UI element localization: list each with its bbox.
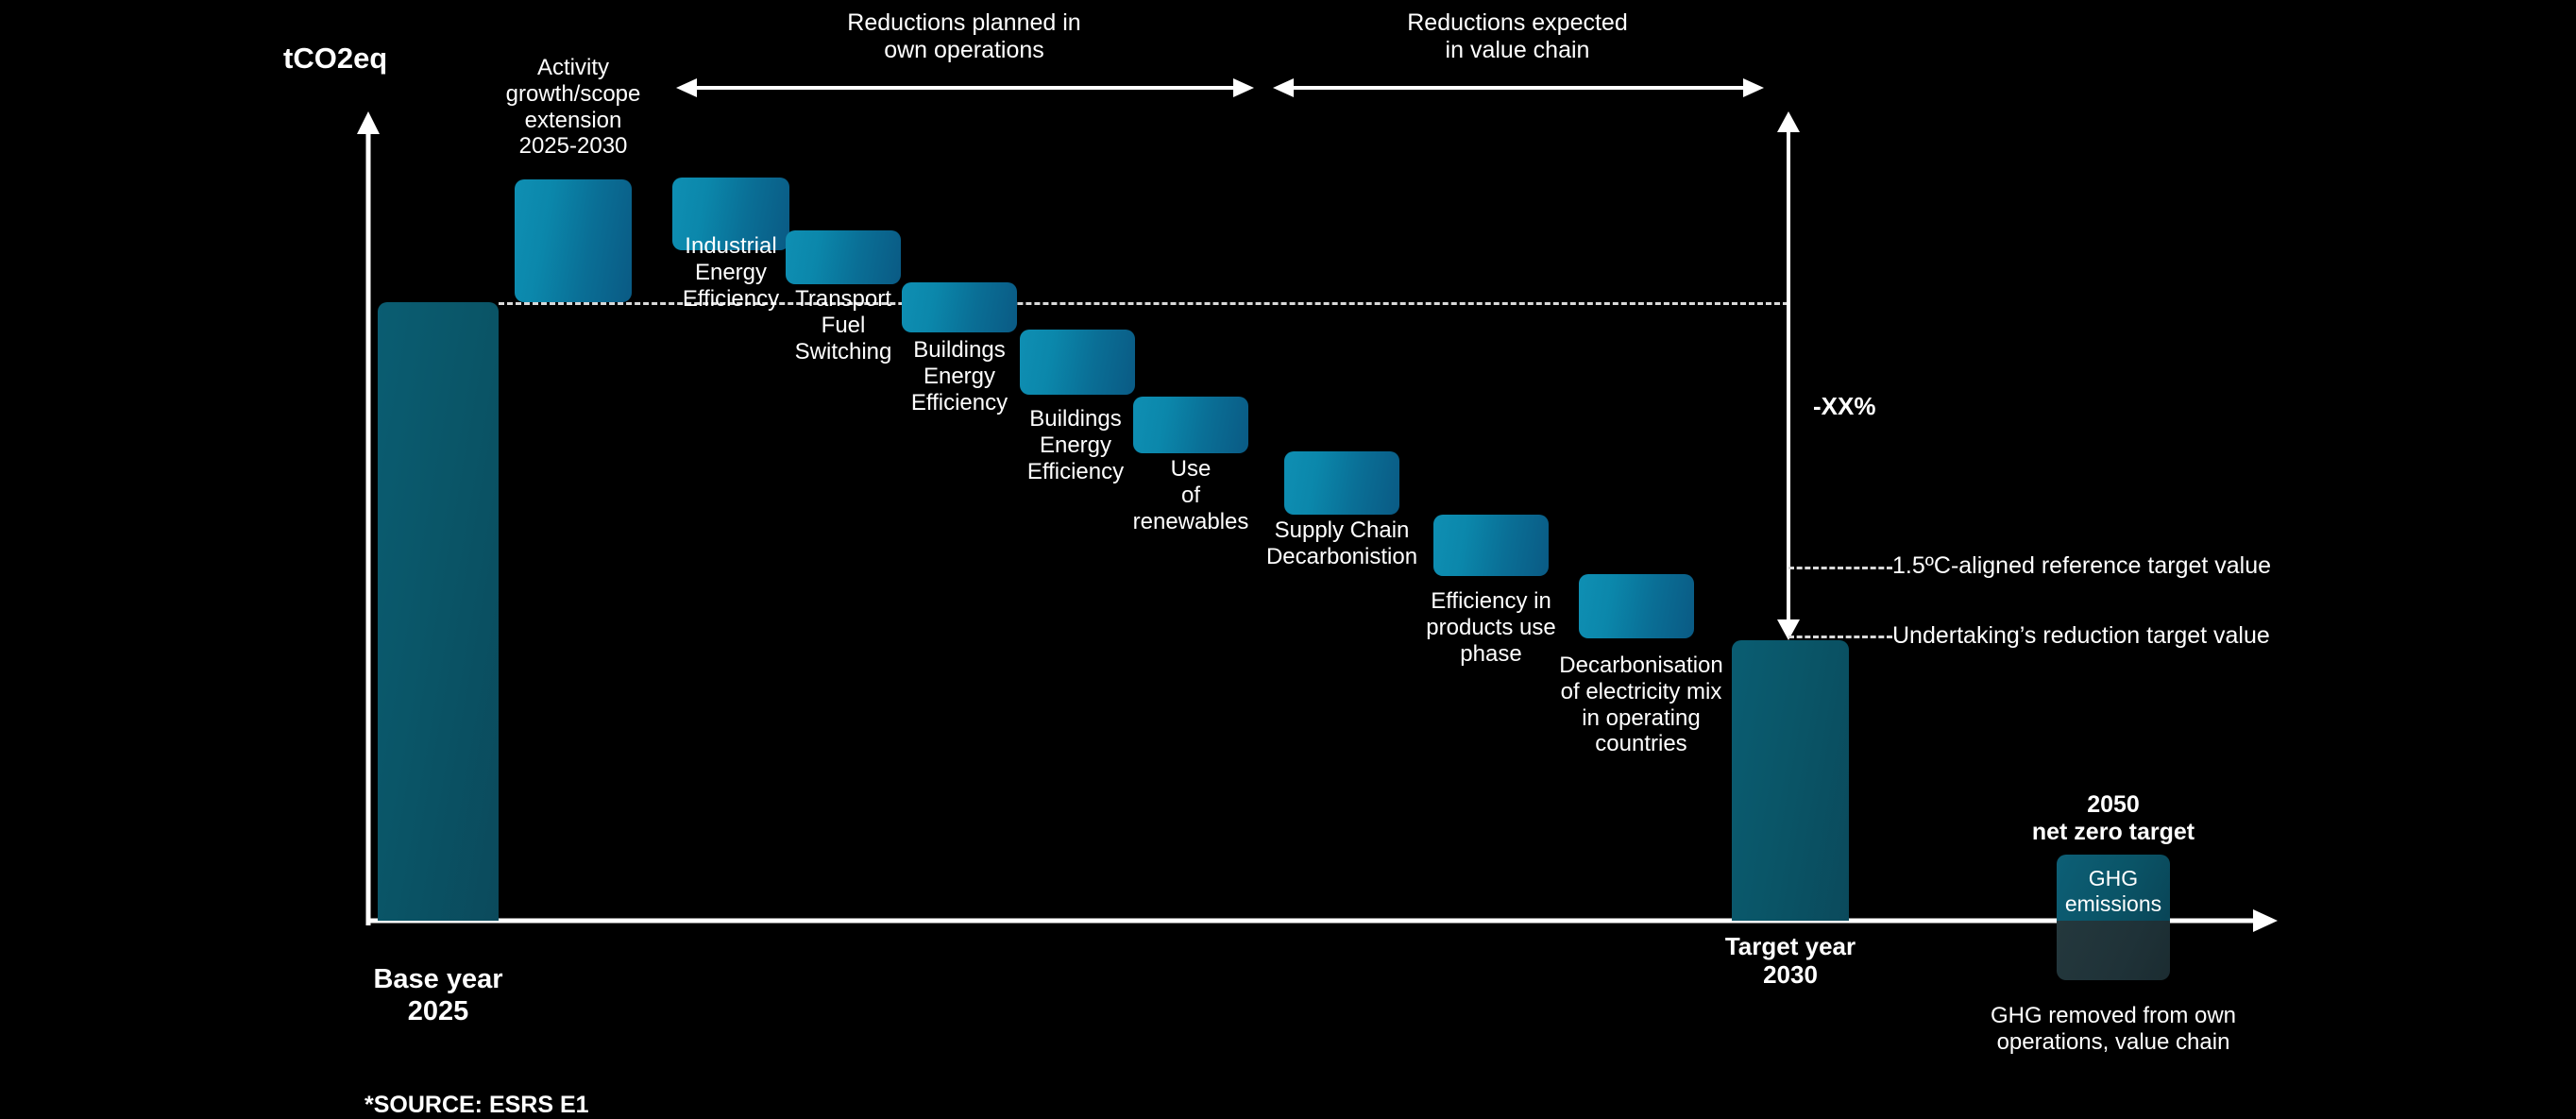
label-transport-fuel-switching: Transport Fuel Switching [794, 286, 892, 365]
reference-target-dashed-line [1788, 567, 1892, 569]
y-axis-title: tCO2eq [283, 42, 388, 75]
bar-transport-fuel-switching[interactable] [786, 230, 901, 284]
own-operations-range-arrow [676, 78, 1254, 97]
label-reduction-percent: -XX% [1813, 392, 1876, 420]
label-target-year: Target year 2030 [1724, 932, 1856, 990]
total-reduction-arrow [1777, 111, 1800, 640]
bar-buildings-energy-efficiency-1[interactable] [902, 282, 1017, 332]
source-note: *SOURCE: ESRS E1 [364, 1092, 589, 1118]
bar-decarbonisation-electricity-mix[interactable] [1579, 574, 1694, 638]
undertaking-target-dashed-line [1788, 636, 1892, 638]
label-undertaking-target-value: Undertaking’s reduction target value [1892, 622, 2270, 649]
header-value-chain-label: Reductions expected in value chain [1407, 9, 1628, 63]
bar-efficiency-products-use-phase[interactable] [1433, 515, 1549, 576]
bar-buildings-energy-efficiency-2[interactable] [1020, 330, 1135, 395]
label-decarbonisation-electricity-mix: Decarbonisation of electricity mix in op… [1559, 653, 1723, 757]
label-reference-target-value: 1.5ºC-aligned reference target value [1892, 552, 2272, 579]
label-activity-growth: Activity growth/scope extension 2025-203… [505, 55, 641, 160]
label-buildings-energy-efficiency-1: Buildings Energy Efficiency [910, 337, 1008, 415]
label-supply-chain-decarbonisation: Supply Chain Decarbonistion [1265, 517, 1418, 569]
label-ghg-emissions: GHG emissions [2064, 866, 2162, 916]
label-ghg-removed: GHG removed from own operations, value c… [1990, 1003, 2237, 1055]
bar-supply-chain-decarbonisation[interactable] [1284, 451, 1399, 515]
label-efficiency-products-use-phase: Efficiency in products use phase [1426, 588, 1556, 667]
baseline-dashed-line [499, 302, 1788, 305]
bar-target-year[interactable] [1732, 640, 1849, 921]
bar-base-year[interactable] [378, 302, 499, 921]
header-own-operations-label: Reductions planned in own operations [847, 9, 1081, 63]
label-base-year: Base year 2025 [373, 964, 503, 1026]
label-industrial-energy-efficiency: Industrial Energy Efficiency [682, 233, 780, 312]
bar-ghg-removed[interactable] [2057, 921, 2170, 980]
bar-industrial-energy-efficiency[interactable] [672, 178, 789, 250]
bar-ghg-emissions[interactable] [2057, 855, 2170, 921]
bar-use-of-renewables[interactable] [1133, 397, 1248, 453]
x-axis-arrow [366, 909, 2278, 932]
label-net-zero-target: 2050 net zero target [2031, 791, 2195, 845]
label-buildings-energy-efficiency-2: Buildings Energy Efficiency [1026, 406, 1125, 484]
value-chain-range-arrow [1273, 78, 1764, 97]
bar-activity-growth[interactable] [515, 179, 632, 302]
label-use-of-renewables: Use of renewables [1132, 456, 1249, 534]
y-axis-arrow [357, 111, 380, 925]
